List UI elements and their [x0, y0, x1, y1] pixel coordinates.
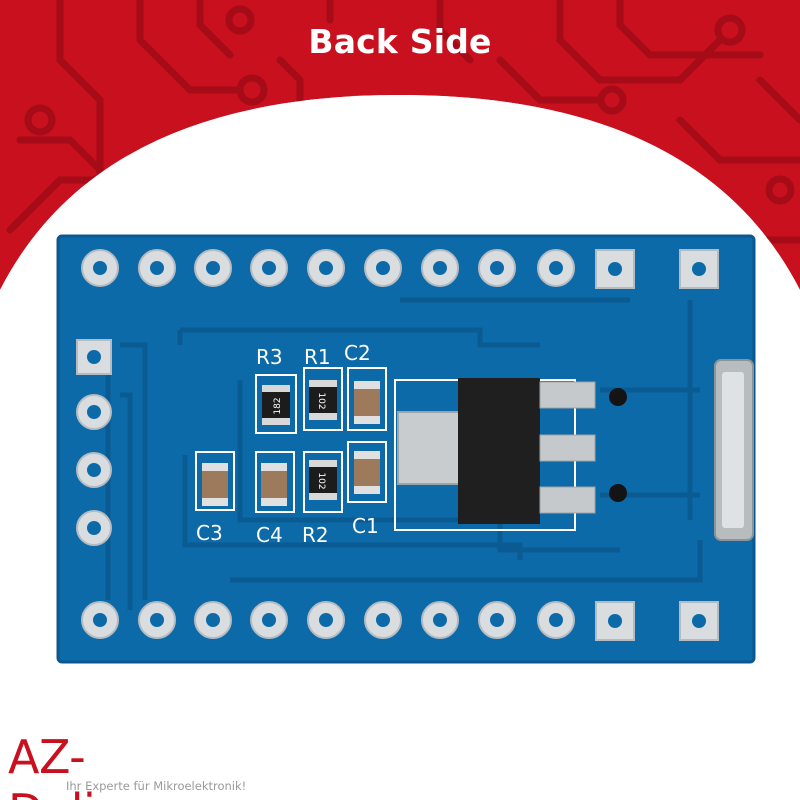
- label-c3: C3: [196, 521, 223, 545]
- resistor-r3: 182: [262, 385, 290, 425]
- brand-name: AZ-Delivery: [8, 730, 195, 800]
- bottom-pin-row: [81, 601, 719, 641]
- voltage-regulator: [397, 378, 596, 524]
- label-c4: C4: [256, 523, 283, 547]
- top-pin-row: [81, 249, 719, 289]
- via-dot: [609, 484, 627, 502]
- red-banner: [0, 0, 800, 290]
- resistor-r1: 102: [309, 380, 337, 420]
- page-title: Back Side: [308, 22, 492, 61]
- capacitor-c4: [261, 463, 287, 506]
- left-pin-column: [76, 339, 112, 546]
- label-c2: C2: [344, 341, 371, 365]
- resistor-r2-code: 102: [316, 472, 326, 489]
- capacitor-c3: [202, 463, 228, 506]
- resistor-r1-code: 102: [316, 392, 326, 409]
- label-r3: R3: [256, 345, 283, 369]
- label-r2: R2: [302, 523, 329, 547]
- resistor-r3-code: 182: [273, 397, 283, 414]
- resistor-r2: 102: [309, 460, 337, 500]
- capacitor-c2: [354, 381, 380, 424]
- pcb-board: 182 102 102: [56, 234, 756, 664]
- brand-tagline: Ihr Experte für Mikroelektronik!: [66, 779, 247, 793]
- capacitor-c1: [354, 451, 380, 494]
- label-c1: C1: [352, 514, 379, 538]
- brand-logo: AZ-Delivery Ihr Experte für Mikroelektro…: [8, 730, 268, 800]
- usb-connector: [714, 359, 754, 541]
- via-dot: [609, 388, 627, 406]
- label-r1: R1: [304, 345, 331, 369]
